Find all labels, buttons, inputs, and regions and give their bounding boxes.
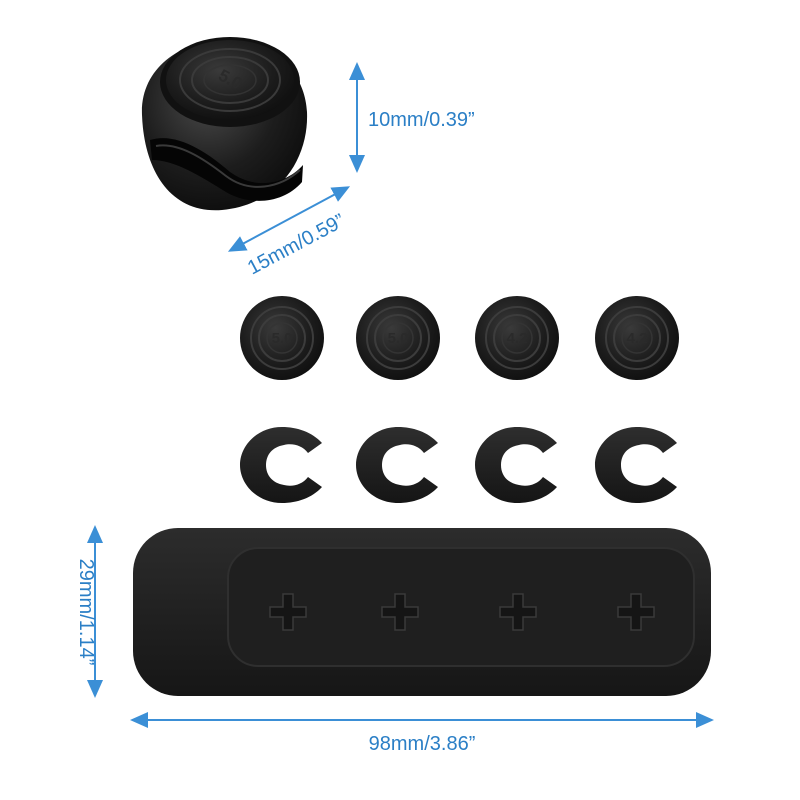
cap-label: 4.2: [627, 330, 648, 347]
cap-label: 5.0: [388, 330, 409, 347]
base-height-label: 29mm/1.14”: [75, 559, 97, 666]
dimension-base-height: 29mm/1.14”: [75, 525, 103, 698]
c-clip-item: [240, 427, 322, 503]
plus-slot-icon: [269, 593, 307, 631]
clip-width-label: 15mm/0.59”: [244, 210, 349, 280]
dimension-clip-height: 10mm/0.39”: [349, 62, 475, 173]
plus-slot-icon: [381, 593, 419, 631]
clip-height-label: 10mm/0.39”: [368, 109, 475, 131]
base-strip: [133, 528, 711, 696]
dimension-base-width: 98mm/3.86”: [130, 712, 714, 755]
c-clip-item: [595, 427, 677, 503]
cap-item: 5.0: [240, 296, 324, 380]
assembled-clip: 5.0: [141, 37, 308, 211]
c-clip-item: [356, 427, 438, 503]
plus-slot-icon: [617, 593, 655, 631]
dimension-arrow-diagonal: [227, 186, 351, 252]
base-width-label: 98mm/3.86”: [369, 733, 476, 755]
caps-row: 5.0 5.0 4.2 4.2: [240, 296, 679, 380]
cap-label: 5.0: [272, 330, 293, 347]
c-clips-row: [240, 427, 677, 503]
cap-item: 4.2: [595, 296, 679, 380]
cap-label: 4.2: [507, 330, 528, 347]
c-clip-item: [475, 427, 557, 503]
cap-item: 5.0: [356, 296, 440, 380]
plus-slot-icon: [499, 593, 537, 631]
cap-item: 4.2: [475, 296, 559, 380]
dimension-clip-width: 15mm/0.59”: [227, 186, 351, 280]
